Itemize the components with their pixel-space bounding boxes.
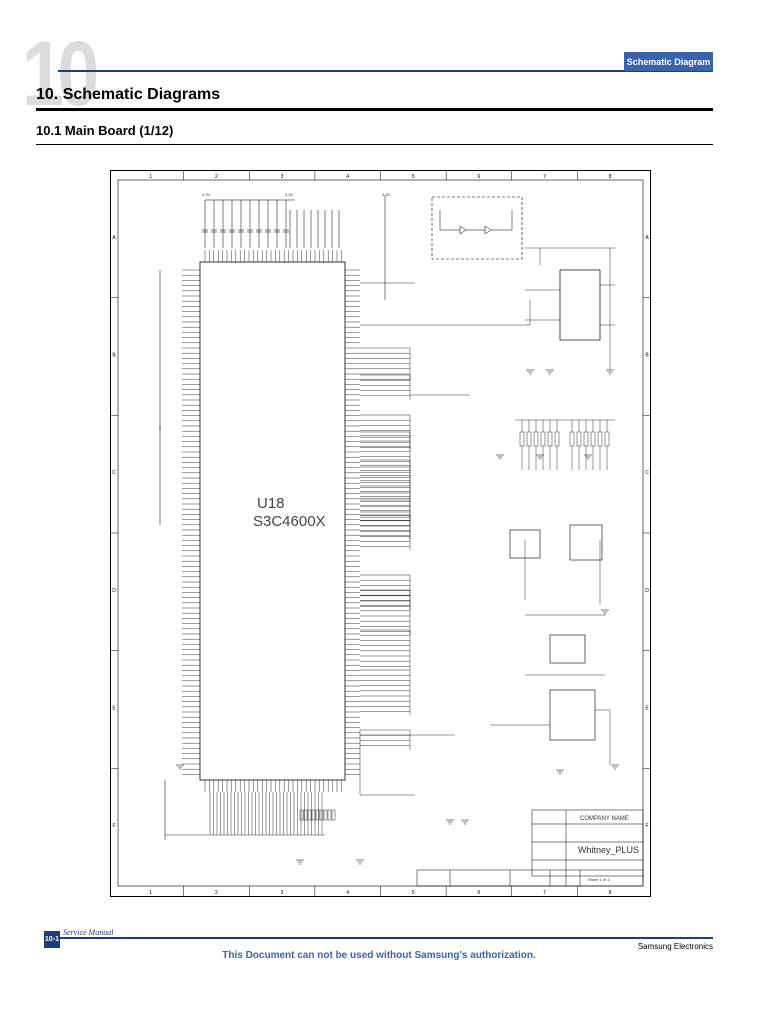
grid-row-label: C xyxy=(112,470,116,476)
grid-col-label: 5 xyxy=(412,174,415,180)
company-name: Samsung Electronics xyxy=(637,942,713,951)
header-rule xyxy=(58,70,713,72)
authorization-notice: This Document can not be used without Sa… xyxy=(222,950,536,961)
grid-col-label: 1 xyxy=(149,174,152,180)
grid-row-label: A xyxy=(645,235,649,241)
chapter-watermark: 10 xyxy=(22,23,99,125)
grid-col-label: 3 xyxy=(281,890,284,896)
grid-row-label: A xyxy=(112,235,116,241)
grid-row-label: B xyxy=(645,353,649,359)
grid-row-label: C xyxy=(645,470,649,476)
grid-row-label: E xyxy=(645,706,649,712)
chip-ref: U18 xyxy=(257,495,285,512)
grid-row-label: B xyxy=(112,353,116,359)
title-sheet: Sheet 1 of 1 xyxy=(588,877,610,882)
net-3v3-b: 3.3V xyxy=(285,192,294,197)
header-tab: Schematic Diagram xyxy=(624,52,713,71)
service-manual-label: Service Manual xyxy=(63,928,114,937)
net-3v3-a: 3.3V xyxy=(202,192,211,197)
title-project: Whitney_PLUS xyxy=(578,845,639,855)
grid-col-label: 8 xyxy=(609,174,612,180)
grid-col-label: 4 xyxy=(346,174,349,180)
section-title: 10.1 Main Board (1/12) xyxy=(36,123,174,138)
page-number: 10-1 xyxy=(44,931,60,948)
grid-col-label: 2 xyxy=(215,890,218,896)
grid-col-label: 2 xyxy=(215,174,218,180)
chip-part: S3C4600X xyxy=(253,513,326,530)
grid-col-label: 7 xyxy=(543,890,546,896)
chapter-rule xyxy=(36,108,713,111)
schematic-diagram: 1 2 3 4 5 6 7 8 1 2 3 4 5 6 7 8 A B C D E F A B C D E F U18 S3C4… xyxy=(110,170,651,897)
footer-rule xyxy=(58,937,713,939)
grid-col-label: 5 xyxy=(412,890,415,896)
section-rule xyxy=(36,144,713,145)
title-company: COMPANY NAME xyxy=(580,816,629,822)
grid-col-label: 7 xyxy=(543,174,546,180)
grid-col-label: 3 xyxy=(281,174,284,180)
grid-col-label: 6 xyxy=(478,890,481,896)
grid-col-label: 8 xyxy=(609,890,612,896)
grid-row-label: F xyxy=(645,823,648,829)
net-3v3-c: 3.3V xyxy=(382,192,391,197)
chapter-title: 10. Schematic Diagrams xyxy=(36,86,221,103)
grid-row-label: E xyxy=(112,706,116,712)
grid-col-label: 4 xyxy=(346,890,349,896)
grid-col-label: 6 xyxy=(478,174,481,180)
grid-row-label: D xyxy=(112,588,116,594)
grid-row-label: F xyxy=(112,823,115,829)
grid-row-label: D xyxy=(645,588,649,594)
grid-col-label: 1 xyxy=(149,890,152,896)
